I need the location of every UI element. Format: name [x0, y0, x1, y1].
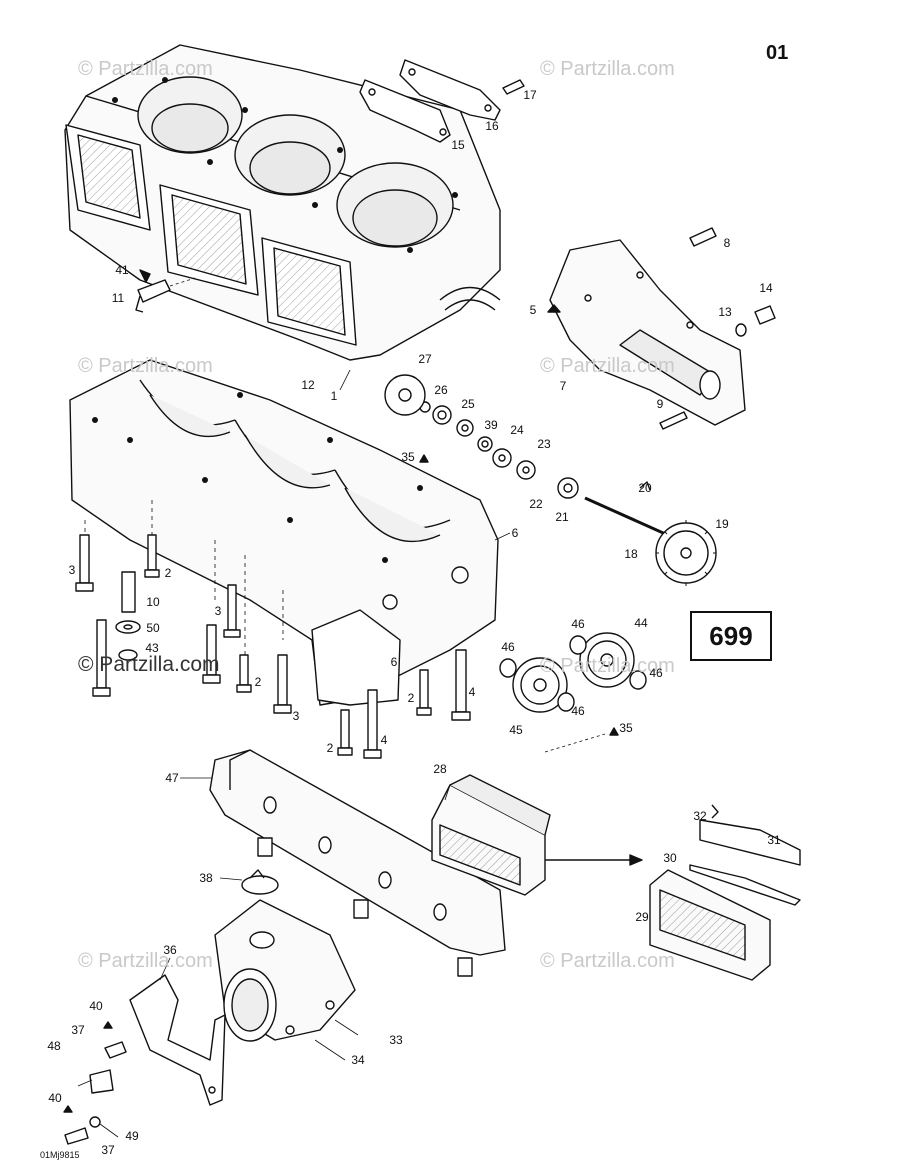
callout-47: 47 [165, 771, 179, 785]
callout-49: 49 [125, 1129, 139, 1143]
callout-40-lower: 40 [48, 1091, 62, 1105]
callout-6-upper: 6 [511, 526, 519, 540]
callout-46-c: 46 [649, 666, 663, 680]
callout-2-left: 2 [164, 566, 172, 580]
reed-valve-assembly [431, 774, 551, 896]
drawing-code: 01Mj9815 [40, 1150, 80, 1160]
callout-6-lower: 6 [390, 655, 398, 669]
lower-crankcase [69, 359, 499, 706]
callout-36: 36 [163, 943, 177, 957]
callout-25: 25 [461, 397, 475, 411]
callout-29: 29 [635, 910, 649, 924]
callout-46-d: 46 [571, 704, 585, 718]
callout-4-right: 4 [468, 685, 476, 699]
callout-37-lower: 37 [101, 1143, 115, 1157]
callout-19: 19 [715, 517, 729, 531]
callout-11: 11 [111, 291, 125, 305]
callout-27: 27 [418, 352, 432, 366]
callout-22: 22 [529, 497, 543, 511]
callout-24: 24 [510, 423, 524, 437]
callout-7: 7 [559, 379, 567, 393]
callout-41: 41 [115, 263, 129, 277]
callout-26: 26 [434, 383, 448, 397]
crankcase-bolts [75, 534, 471, 759]
callout-1: 1 [330, 389, 338, 403]
upper-crankcase [64, 44, 501, 361]
callout-23: 23 [537, 437, 551, 451]
reed-valve-detail [545, 804, 801, 981]
pump-housing [547, 227, 776, 430]
watermark-main: © Partzilla.com [78, 653, 220, 676]
watermark: © Partzilla.com [540, 950, 675, 972]
fitting [135, 269, 196, 313]
watermark: © Partzilla.com [540, 655, 675, 677]
callout-33: 33 [389, 1033, 403, 1047]
hose-clamp [241, 869, 279, 895]
watermark: © Partzilla.com [78, 58, 213, 80]
mounting-bracket [63, 974, 226, 1145]
figure-number: 699 [690, 611, 772, 661]
callout-46-b: 46 [571, 617, 585, 631]
gear-shaft [384, 374, 717, 586]
callout-28: 28 [433, 762, 447, 776]
callout-15: 15 [451, 138, 465, 152]
watermark: © Partzilla.com [78, 355, 213, 377]
leader-lines [77, 369, 511, 1138]
callout-35-upper: 35 [401, 450, 415, 464]
callout-20: 20 [638, 481, 652, 495]
idler-gears [499, 632, 647, 753]
callout-8: 8 [723, 236, 731, 250]
watermark: © Partzilla.com [540, 355, 675, 377]
callout-39: 39 [484, 418, 498, 432]
callout-50: 50 [146, 621, 160, 635]
callout-37-upper: 37 [71, 1023, 85, 1037]
callout-30: 30 [663, 851, 677, 865]
callout-44: 44 [634, 616, 648, 630]
callout-2-right: 2 [407, 691, 415, 705]
callout-14: 14 [759, 281, 773, 295]
callout-12: 12 [301, 378, 315, 392]
watermark: © Partzilla.com [540, 58, 675, 80]
callout-3-lower: 3 [292, 709, 300, 723]
callout-10: 10 [146, 595, 160, 609]
callout-34: 34 [351, 1053, 365, 1067]
callout-45: 45 [509, 723, 523, 737]
callout-3-left: 3 [68, 563, 76, 577]
callout-40-upper: 40 [89, 999, 103, 1013]
callout-4-lower: 4 [380, 733, 388, 747]
cover-gaskets [359, 59, 525, 143]
page-number: 01 [766, 42, 789, 64]
callout-43: 43 [145, 641, 159, 655]
callout-38: 38 [199, 871, 213, 885]
callout-13: 13 [718, 305, 732, 319]
callout-16: 16 [485, 119, 499, 133]
callout-2-mid: 2 [254, 675, 262, 689]
callout-21: 21 [555, 510, 569, 524]
callout-9: 9 [656, 397, 664, 411]
callout-31: 31 [767, 833, 781, 847]
rubber-mount [214, 899, 356, 1042]
callout-35-lower: 35 [619, 721, 633, 735]
intake-manifold [209, 749, 506, 977]
callout-32: 32 [693, 809, 707, 823]
callout-3-mid: 3 [214, 604, 222, 618]
watermark: © Partzilla.com [78, 950, 213, 972]
callout-5: 5 [529, 303, 537, 317]
callout-48: 48 [47, 1039, 61, 1053]
callout-18: 18 [624, 547, 638, 561]
callout-17: 17 [523, 88, 537, 102]
callout-2-lower: 2 [326, 741, 334, 755]
callout-46-a: 46 [501, 640, 515, 654]
